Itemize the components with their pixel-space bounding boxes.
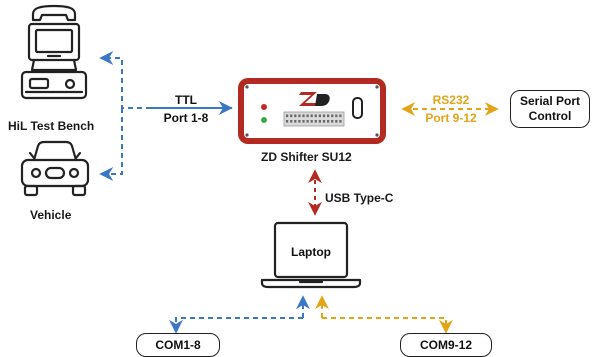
com9-12-label: COM9-12 <box>419 337 472 352</box>
com9-12-box: COM9-12 <box>400 333 492 357</box>
rs232-label: RS232 <box>432 93 470 107</box>
com1-8-label: COM1-8 <box>155 337 201 352</box>
serial-port-control-line2: Control <box>528 109 572 123</box>
serial-port-control-line1: Serial Port <box>519 94 581 108</box>
laptop-label: Laptop <box>291 245 331 259</box>
header-pin <box>298 114 301 118</box>
usb-type-c-label: USB Type-C <box>325 191 394 205</box>
zd-logo <box>299 92 330 106</box>
header-pin <box>286 114 289 118</box>
header-pin <box>306 120 309 123</box>
zd-shifter-label: ZD Shifter SU12 <box>261 150 352 164</box>
com1-8-link <box>169 295 310 334</box>
com1-8-box: COM1-8 <box>136 333 220 357</box>
header-pin <box>298 120 301 123</box>
ttl-label: TTL <box>175 93 197 107</box>
green-led-icon <box>261 117 267 123</box>
zd-shifter-device-icon <box>238 78 386 144</box>
laptop-icon <box>260 221 362 289</box>
header-pin <box>322 114 326 118</box>
com9-12-link <box>315 295 453 334</box>
rs232-port-label: Port 9-12 <box>425 111 477 125</box>
header-pin <box>286 120 289 123</box>
vehicle-label: Vehicle <box>30 208 72 222</box>
header-pin <box>290 114 293 118</box>
header-pin <box>339 114 342 118</box>
header-pin <box>318 120 321 123</box>
header-pin <box>335 114 338 118</box>
ttl-link <box>99 51 233 181</box>
header-pin <box>302 120 305 123</box>
header-pin <box>314 114 317 118</box>
pin-header-icon <box>283 111 345 127</box>
hil-test-bench-icon <box>20 4 88 100</box>
header-pin <box>306 114 309 118</box>
header-pin <box>331 114 334 118</box>
header-pin <box>339 120 342 123</box>
header-pin <box>314 120 317 123</box>
header-pin <box>318 114 321 118</box>
header-pin <box>294 120 297 123</box>
red-led-icon <box>261 104 267 110</box>
header-pin <box>327 114 330 118</box>
usb-port-icon <box>352 97 363 119</box>
header-pin <box>310 114 313 118</box>
header-pin <box>290 120 293 123</box>
header-pin <box>310 120 313 123</box>
car-icon <box>20 140 90 197</box>
ttl-port-label: Port 1-8 <box>163 111 209 125</box>
header-pin <box>327 120 330 123</box>
hil-test-bench-label: HiL Test Bench <box>8 119 95 133</box>
header-pin <box>294 114 297 118</box>
header-pin <box>335 120 338 123</box>
header-pin <box>331 120 334 123</box>
header-pin <box>302 114 305 118</box>
serial-port-control-box: Serial Port Control <box>510 90 590 128</box>
header-pin <box>322 120 326 123</box>
